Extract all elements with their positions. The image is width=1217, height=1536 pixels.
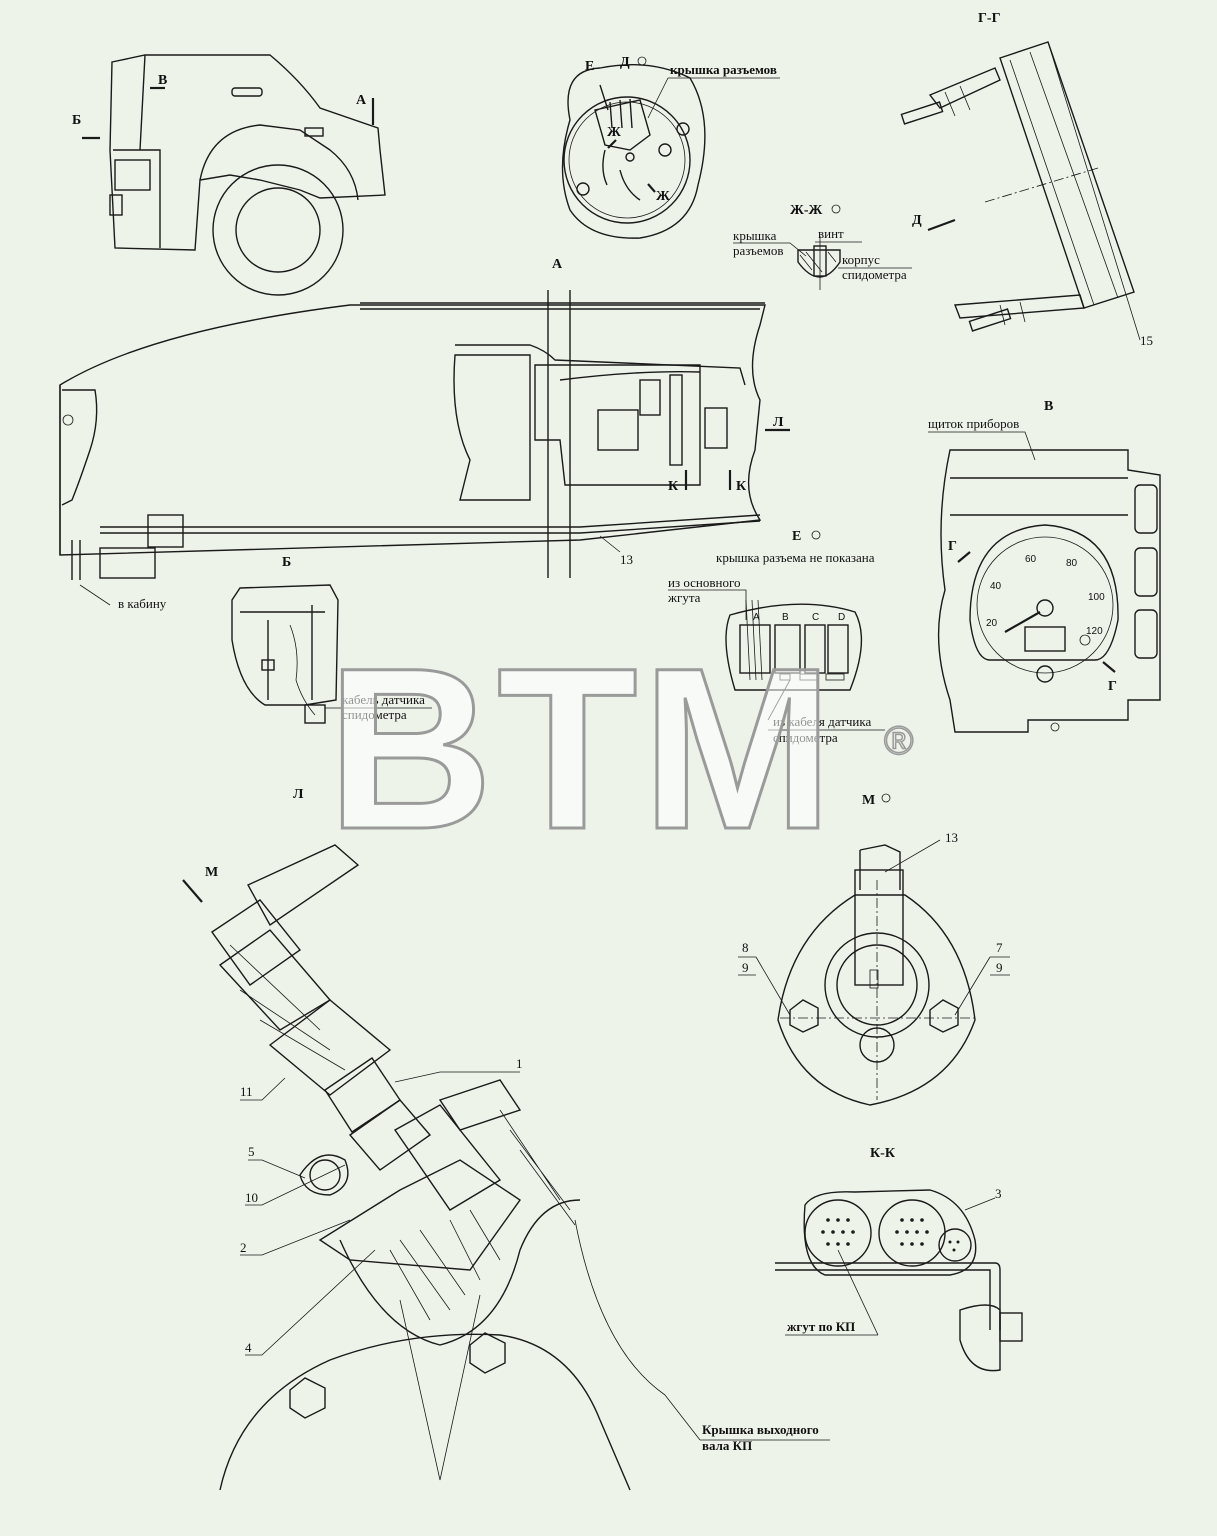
- view-d-arrow-label: Д: [912, 213, 922, 228]
- connector-cover-label: крышка разъемов: [670, 62, 777, 77]
- callout-4: 4: [245, 1340, 252, 1355]
- sensor-cable-line2: спидометра: [773, 730, 838, 745]
- zhzh-body-line2: спидометра: [842, 267, 907, 282]
- view-a-chassis: А в кабину 13 Л К К: [59, 257, 790, 611]
- view-m-arrow-label: М: [205, 865, 218, 880]
- zhzh-screw-label: винт: [818, 226, 844, 241]
- main-harness-line1: из основного: [668, 575, 741, 590]
- harness-kp-label: жгут по КП: [787, 1319, 855, 1334]
- section-g-g: Г-Г 15 Д: [900, 11, 1153, 348]
- gauge-tick-20: 20: [986, 618, 998, 629]
- pin-c: C: [812, 612, 819, 623]
- section-kk-title: К-К: [870, 1146, 896, 1161]
- callout-15: 15: [1140, 333, 1153, 348]
- view-a-arrow-label: А: [356, 93, 367, 108]
- view-v-dashboard: В щиток приборов 20 40 60 80 100 120 Г Г: [928, 399, 1161, 733]
- speedometer-rear-view: Е Д крышка разъемов Ж Ж: [561, 55, 780, 239]
- view-b-title: Б: [282, 555, 291, 570]
- section-zh-zh: Ж-Ж крышка разъемов винт корпус спидомет…: [733, 203, 912, 290]
- output-cover-line1: Крышка выходного: [702, 1422, 819, 1437]
- view-m-title: М: [862, 793, 875, 808]
- view-e2-title: Е: [792, 529, 801, 544]
- callout-5: 5: [248, 1144, 255, 1159]
- gauge-tick-80: 80: [1066, 558, 1078, 569]
- pin-a: A: [753, 612, 760, 623]
- section-gg-title: Г-Г: [978, 11, 1001, 26]
- callout-11: 11: [240, 1084, 253, 1099]
- b-cable-line2: спидометра: [342, 707, 407, 722]
- gauge-tick-120: 120: [1086, 626, 1103, 637]
- g-mark-1: Г: [948, 539, 957, 554]
- callout-13-b: 13: [945, 830, 958, 845]
- callout-1: 1: [516, 1056, 523, 1071]
- to-cab-label: в кабину: [118, 596, 167, 611]
- section-zhzh-title: Ж-Ж: [790, 203, 823, 218]
- callout-2: 2: [240, 1240, 247, 1255]
- callout-3: 3: [995, 1186, 1002, 1201]
- zhzh-cover-line1: крышка: [733, 228, 777, 243]
- watermark-text: BTM: [327, 620, 837, 877]
- view-l-title: Л: [293, 787, 304, 802]
- section-k-k: К-К 3 жгут по КП: [775, 1146, 1023, 1372]
- gauge-tick-60: 60: [1025, 554, 1037, 565]
- callout-8: 8: [742, 940, 749, 955]
- watermark-registered-mark: ®: [884, 719, 913, 763]
- speed-sensor-assembly: М 1 11 5 10 2 4 Крышка выходного: [182, 844, 830, 1491]
- dashboard-label: щиток приборов: [928, 416, 1019, 431]
- view-l-arrow-label: Л: [773, 415, 784, 430]
- sensor-cable-line1: из кабеля датчика: [773, 714, 872, 729]
- callout-7: 7: [996, 940, 1003, 955]
- output-cover-line2: вала КП: [702, 1438, 752, 1453]
- b-cable-line1: кабель датчика: [342, 692, 425, 707]
- pin-b: B: [782, 612, 789, 623]
- watermark: BTM ®: [326, 619, 915, 879]
- view-m-sensor-end: М 13 8 9 7 9: [738, 793, 1010, 1106]
- view-v-arrow-label: В: [158, 73, 167, 88]
- zh-mark-2: Ж: [656, 189, 670, 204]
- view-d-label: Д: [620, 55, 630, 70]
- zhzh-body-line1: корпус: [842, 252, 880, 267]
- callout-10: 10: [245, 1190, 258, 1205]
- view-b-cab: Б кабель датчика спидометра: [231, 555, 432, 724]
- gauge-tick-labels: 20 40 60 80 100 120: [986, 554, 1105, 637]
- zh-mark-1: Ж: [607, 125, 621, 140]
- pin-d: D: [838, 612, 845, 623]
- callout-13-a: 13: [620, 552, 633, 567]
- gauge-tick-100: 100: [1088, 592, 1105, 603]
- view-e-connector: Е крышка разъема не показана из основног…: [667, 529, 885, 745]
- cover-not-shown-label: крышка разъема не показана: [716, 550, 875, 565]
- k-mark-2: К: [736, 479, 747, 494]
- connector-pins: [821, 1218, 960, 1252]
- view-v-title: В: [1044, 399, 1053, 414]
- callout-9-b: 9: [996, 960, 1003, 975]
- view-a-title: А: [552, 257, 563, 272]
- gauge-tick-40: 40: [990, 581, 1002, 592]
- main-harness-line2: жгута: [667, 590, 701, 605]
- k-mark-1: К: [668, 479, 679, 494]
- truck-side-view: В Б А: [72, 54, 386, 296]
- g-mark-2: Г: [1108, 679, 1117, 694]
- view-e-label: Е: [585, 59, 594, 74]
- view-b-arrow-label: Б: [72, 113, 81, 128]
- callout-9-a: 9: [742, 960, 749, 975]
- zhzh-cover-line2: разъемов: [733, 243, 784, 258]
